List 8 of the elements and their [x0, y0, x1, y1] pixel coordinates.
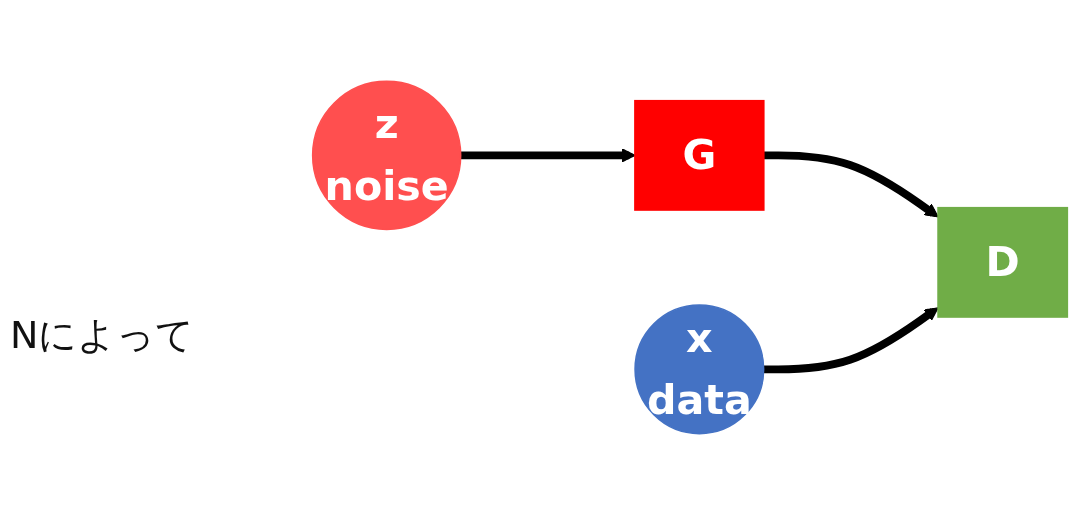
node-circle: z noise [311, 80, 462, 231]
node-circle: x data [634, 304, 765, 435]
text-label: Nによって [10, 312, 195, 359]
arrow [763, 151, 939, 218]
node-box: D [937, 206, 1069, 318]
arrow [460, 148, 636, 163]
arrow [763, 307, 939, 374]
node-box: G [634, 99, 765, 211]
